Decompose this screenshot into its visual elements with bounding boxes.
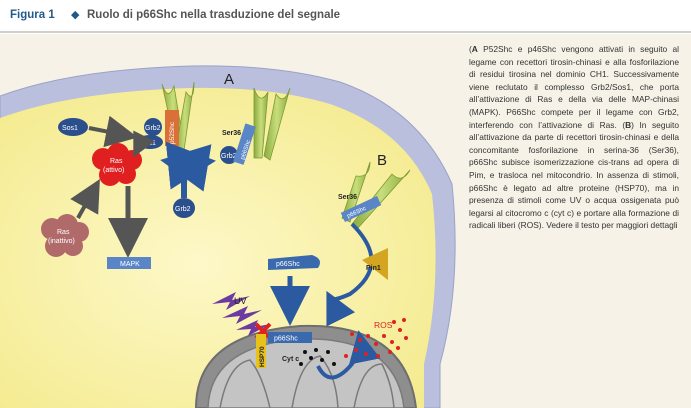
- grb2-branch-right: [165, 141, 216, 190]
- caption-b-text: ) In seguito all’attivazione da parte di…: [469, 119, 679, 231]
- receptor-a2: [253, 87, 291, 161]
- sos1-to-ras-arrow: [133, 130, 155, 158]
- figure-title: Ruolo di p66Shc nella trasduzione del se…: [87, 9, 341, 21]
- header-divider: [0, 31, 691, 33]
- mitochondrion-cristae: [219, 355, 395, 408]
- p66shc-mito-label: p66Shc: [274, 336, 298, 343]
- grb2-ser36-node: [220, 146, 238, 164]
- hsp70-bar: [256, 334, 266, 368]
- uv-bolt-2: [222, 306, 262, 324]
- grb2-free-node: [173, 198, 195, 218]
- grb2-complex-label: Grb2: [145, 125, 161, 132]
- mapk-label: MAPK: [120, 261, 140, 268]
- hsp70-label: HSP70: [259, 346, 266, 367]
- figure-panel: A B p52Shc Grb2 Sos1: [0, 34, 691, 408]
- cytc-label: Cyt c: [282, 356, 299, 363]
- ras-inactive-node: [41, 214, 89, 257]
- p66shc-to-cyto-arrow: [326, 222, 374, 327]
- panel-b-label: B: [377, 152, 387, 169]
- cytc-dots: [299, 348, 336, 366]
- sos1-free-label: Sos1: [62, 125, 78, 132]
- p52shc-bar: [165, 110, 179, 146]
- ser36-a-label: Ser36: [222, 130, 241, 137]
- sos1-free-node: [58, 118, 88, 136]
- uv-label: UV: [234, 296, 247, 306]
- ser36-b-label: Ser36: [338, 194, 357, 201]
- caption-a-text: P52Shc e p46Shc vengono attivati in segu…: [469, 44, 679, 130]
- figure-label: Figura 1: [10, 9, 55, 21]
- p66shc-cyto-shape: [268, 255, 320, 270]
- ras-inactive-state: (inattivo): [48, 238, 75, 245]
- mapk-box: [107, 257, 151, 269]
- p66shc-mito-bar: [268, 332, 312, 343]
- grb2-free-label: Grb2: [175, 206, 191, 213]
- grb2-ser36-label: Grb2: [221, 153, 237, 160]
- pin1-label: Pin1: [366, 265, 381, 272]
- p66shc-ser36-bar: [233, 123, 256, 165]
- ros-particles: [344, 318, 408, 358]
- panel-a-label: A: [224, 71, 234, 88]
- ras-active-state: (attivo): [103, 167, 124, 174]
- pin1-triangle: [362, 248, 388, 280]
- p66shc-cyto-label: p66Shc: [276, 261, 300, 268]
- sos1-to-complex-arrow: [88, 115, 138, 148]
- uv-bolt-1: [212, 292, 250, 310]
- sos1-complex-label: Sos1: [140, 140, 156, 147]
- p66shc-b-bar: [340, 196, 382, 222]
- uv-bolt-3: [236, 320, 270, 336]
- ras-inactive-name: Ras: [57, 229, 70, 236]
- cytc-to-ros-arrow: [316, 330, 381, 380]
- p52shc-label: p52Shc: [169, 121, 176, 144]
- ras-inactive-to-active-arrow: [70, 179, 100, 219]
- p66shc-ser36-label: p66Shc: [240, 139, 252, 160]
- ros-label: ROS: [374, 320, 393, 330]
- figure-caption: (A P52Shc e p46Shc vengono attivati in s…: [469, 44, 679, 231]
- figure-header: Figura 1 ◆ Ruolo di p66Shc nella trasduz…: [0, 0, 691, 34]
- caption-a-letter: A: [471, 44, 478, 54]
- caption-b-letter: B: [625, 119, 632, 130]
- signal-diagram: A B p52Shc Grb2 Sos1: [0, 65, 456, 408]
- ras-active-name: Ras: [110, 158, 123, 165]
- diamond-icon: ◆: [71, 9, 80, 21]
